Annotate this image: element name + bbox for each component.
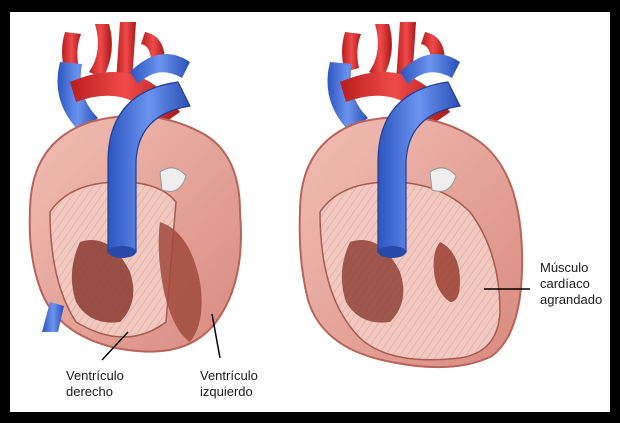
label-left-ventricle: Ventrículo izquierdo bbox=[200, 368, 258, 400]
artery-branch bbox=[89, 24, 112, 78]
label-enlarged-muscle: Músculo cardíaco agrandado bbox=[540, 260, 602, 308]
vena-cava-end bbox=[108, 246, 136, 258]
label-line: Ventrículo bbox=[200, 368, 258, 384]
label-right-ventricle: Ventrículo derecho bbox=[66, 368, 124, 400]
label-line: agrandado bbox=[540, 292, 602, 308]
vena-cava-lower bbox=[42, 302, 64, 332]
label-line: Ventrículo bbox=[66, 368, 124, 384]
label-line: izquierdo bbox=[200, 384, 258, 400]
pulmonary-artery bbox=[130, 54, 190, 84]
label-line: cardíaco bbox=[540, 276, 602, 292]
heart-illustration bbox=[10, 12, 610, 412]
label-line: Músculo bbox=[540, 260, 602, 276]
normal-heart bbox=[30, 22, 241, 352]
enlarged-heart bbox=[300, 22, 522, 367]
figure-frame: Ventrículo derecho Ventrículo izquierdo … bbox=[10, 12, 610, 412]
vena-cava-end bbox=[378, 246, 406, 258]
label-line: derecho bbox=[66, 384, 124, 400]
artery-branch bbox=[369, 24, 392, 78]
